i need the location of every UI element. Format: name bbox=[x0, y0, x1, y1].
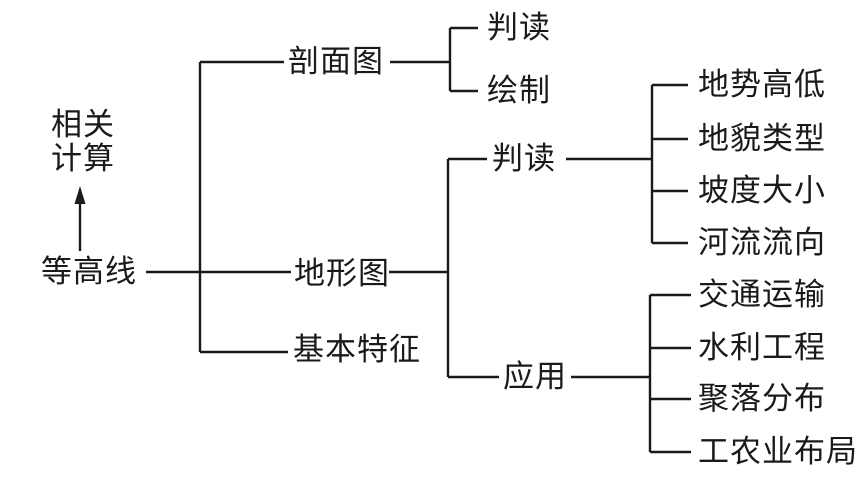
leaf-slope-size-label: 坡度大小 bbox=[698, 173, 826, 208]
profile-interpret-label: 判读 bbox=[487, 10, 551, 45]
basic-node-label: 基本特征 bbox=[293, 332, 421, 367]
leaf-industry-agri-label: 工农业布局 bbox=[698, 434, 858, 469]
leaf-river-direction-label: 河流流向 bbox=[698, 225, 826, 260]
leaf-landform-type-label: 地貌类型 bbox=[698, 121, 826, 156]
arrow-up-icon bbox=[74, 186, 86, 204]
leaf-settlement-label: 聚落分布 bbox=[698, 381, 826, 416]
leaf-terrain-height-label: 地势高低 bbox=[698, 67, 826, 102]
related-calc-line1: 相关 bbox=[51, 107, 115, 142]
related-calc-line2: 计算 bbox=[51, 141, 115, 176]
topo-apply-label: 应用 bbox=[503, 359, 567, 394]
related-calc-label: 相关 计算 bbox=[48, 108, 118, 176]
profile-draw-label: 绘制 bbox=[487, 73, 551, 108]
topo-interpret-label: 判读 bbox=[492, 141, 556, 176]
leaf-water-project-label: 水利工程 bbox=[698, 330, 826, 365]
leaf-transportation-label: 交通运输 bbox=[698, 277, 826, 312]
topo-node-label: 地形图 bbox=[294, 256, 390, 291]
profile-node-label: 剖面图 bbox=[288, 44, 384, 79]
root-node-label: 等高线 bbox=[41, 254, 137, 289]
